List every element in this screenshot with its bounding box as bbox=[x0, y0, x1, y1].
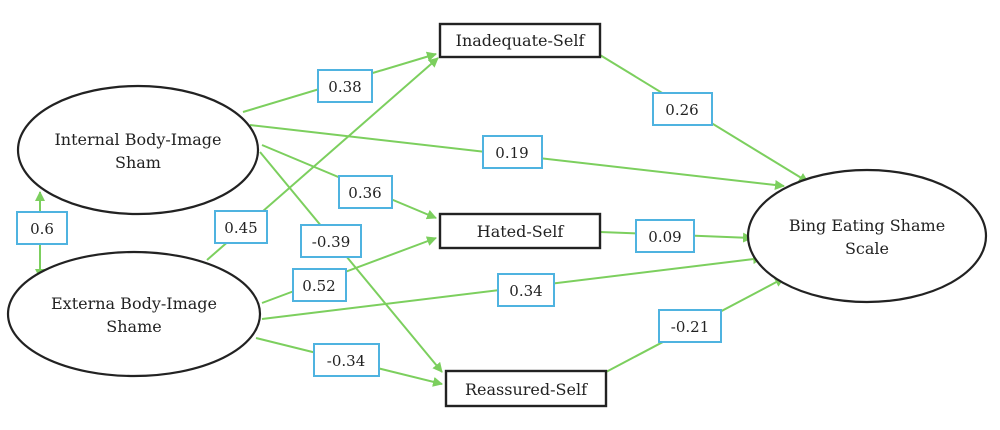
coef-box-reassured-to-bing: -0.21 bbox=[658, 309, 722, 343]
node-inadequate-self: Inadequate-Self bbox=[438, 22, 602, 59]
externa-body-image-label-line1: Externa Body-Image bbox=[51, 294, 217, 313]
node-bing-eating: Bing Eating Shame Scale bbox=[746, 168, 988, 304]
coef-box-externa-to-reassured: -0.34 bbox=[313, 343, 380, 377]
bing-eating-label-line1: Bing Eating Shame bbox=[789, 216, 945, 235]
reassured-self-label: Reassured-Self bbox=[465, 380, 588, 399]
coef-internal-to-reassured: -0.39 bbox=[312, 233, 350, 251]
coef-reassured-to-bing: -0.21 bbox=[671, 318, 709, 336]
coef-externa-to-hated: 0.52 bbox=[302, 277, 335, 295]
coef-internal-to-bing: 0.19 bbox=[495, 144, 528, 162]
arrow-externa-to-hated bbox=[261, 236, 437, 304]
coef-box-internal-to-bing: 0.19 bbox=[482, 135, 543, 169]
coef-box-internal-to-inadequate: 0.38 bbox=[317, 69, 373, 103]
coef-externa-to-bing: 0.34 bbox=[509, 282, 542, 300]
arrow-internal-to-reassured bbox=[259, 151, 443, 373]
node-hated-self: Hated-Self bbox=[438, 212, 602, 250]
coef-box-externa-to-bing: 0.34 bbox=[497, 273, 555, 307]
coef-hated-to-bing: 0.09 bbox=[648, 228, 681, 246]
node-reassured-self: Reassured-Self bbox=[444, 369, 608, 408]
coef-box-internal-to-reassured: -0.39 bbox=[300, 224, 362, 258]
coef-internal-to-hated: 0.36 bbox=[348, 184, 381, 202]
node-externa-body-image: Externa Body-Image Shame bbox=[6, 250, 262, 378]
node-internal-body-image: Internal Body-Image Sham bbox=[16, 84, 260, 216]
internal-body-image-label-line1: Internal Body-Image bbox=[54, 130, 221, 149]
coef-externa-to-reassured: -0.34 bbox=[327, 352, 365, 370]
coef-box-hated-to-bing: 0.09 bbox=[635, 219, 695, 253]
coef-inadequate-to-bing: 0.26 bbox=[665, 101, 698, 119]
internal-body-image-label-line2: Sham bbox=[115, 153, 161, 172]
inadequate-self-label: Inadequate-Self bbox=[456, 31, 586, 50]
coef-box-correlation: 0.6 bbox=[16, 211, 68, 245]
coef-box-externa-to-inadequate: 0.45 bbox=[214, 210, 268, 244]
coef-internal-externa-correlation: 0.6 bbox=[30, 220, 54, 238]
bing-eating-label-line2: Scale bbox=[845, 239, 889, 258]
externa-body-image-label-line2: Shame bbox=[106, 317, 161, 336]
coef-box-externa-to-hated: 0.52 bbox=[292, 268, 347, 302]
hated-self-label: Hated-Self bbox=[477, 222, 565, 241]
coef-externa-to-inadequate: 0.45 bbox=[224, 219, 257, 237]
coef-box-internal-to-hated: 0.36 bbox=[338, 175, 393, 209]
coef-internal-to-inadequate: 0.38 bbox=[328, 78, 361, 96]
coef-box-inadequate-to-bing: 0.26 bbox=[652, 92, 713, 126]
